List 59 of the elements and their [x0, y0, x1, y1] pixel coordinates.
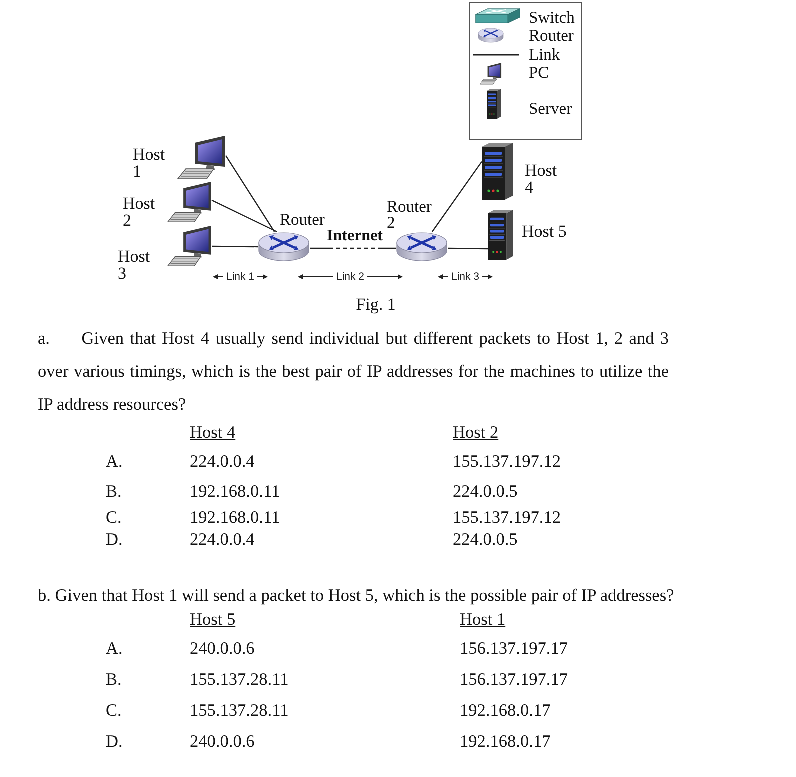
legend-label: Router	[529, 27, 574, 45]
option-letter: C.	[106, 701, 122, 721]
dimension-label: Link 1	[226, 271, 255, 283]
desktop-pc-icon	[168, 182, 212, 223]
legend-label: Server	[529, 100, 572, 118]
ip-address: 156.137.197.17	[460, 639, 568, 659]
column-header: Host 4	[190, 423, 236, 443]
device-label: Router	[280, 211, 326, 229]
router-icon	[396, 232, 448, 262]
server-icon	[488, 210, 513, 260]
device-label: Host 4	[525, 162, 558, 196]
ip-address: 192.168.0.11	[190, 508, 280, 528]
ip-address: 155.137.28.11	[190, 701, 289, 721]
legend-label: PC	[529, 64, 550, 82]
network-link	[212, 246, 258, 248]
ip-address: 155.137.28.11	[190, 670, 289, 690]
question-text: a. Given that Host 4 usually send individual but different packets to Host 1, 2 and 3 over various timings, which is the best pair of IP addresses for the machines to utilize the IP address resources?	[38, 328, 669, 416]
desktop-pc-icon	[168, 226, 212, 267]
device-label: Host 3	[118, 248, 152, 282]
ip-address: 224.0.0.4	[190, 452, 255, 472]
ip-address: 240.0.0.6	[190, 732, 255, 752]
device-label: Router 2	[387, 199, 433, 231]
ip-address: 155.137.197.12	[453, 452, 562, 472]
legend-label: Switch	[529, 9, 575, 27]
dimension-label: Link 3	[451, 271, 480, 283]
network-link	[432, 161, 482, 232]
ip-address: 192.168.0.17	[460, 701, 551, 721]
column-header: Host 1	[460, 610, 506, 630]
network-link	[212, 200, 278, 233]
option-letter: B.	[106, 482, 122, 502]
device-label: Host 5	[522, 223, 568, 241]
server-icon	[482, 143, 513, 200]
column-header: Host 5	[190, 610, 236, 630]
ip-address: 224.0.0.5	[453, 530, 518, 550]
network-link	[226, 155, 276, 232]
legend-label: Link	[529, 46, 560, 64]
device-label: Host 1	[133, 146, 166, 180]
device-label: Host 2	[123, 195, 156, 229]
column-header: Host 2	[453, 423, 499, 443]
router-icon	[258, 232, 310, 262]
ip-address: 240.0.0.6	[190, 639, 255, 659]
option-letter: A.	[106, 639, 123, 659]
ip-address: 155.137.197.12	[453, 508, 562, 528]
figure-caption: Fig. 1	[356, 295, 396, 315]
desktop-pc-icon	[178, 136, 226, 180]
ip-address: 156.137.197.17	[460, 670, 568, 690]
ip-address: 192.168.0.11	[190, 482, 280, 502]
question-text: b. Given that Host 1 will send a packet to Host 5, which is the possible pair of IP addresses?	[38, 586, 674, 606]
option-letter: D.	[106, 732, 123, 752]
ip-address: 224.0.0.4	[190, 530, 255, 550]
option-letter: C.	[106, 508, 122, 528]
ip-address: 192.168.0.17	[460, 732, 551, 752]
dimension-label: Link 2	[336, 271, 365, 283]
option-letter: A.	[106, 452, 123, 472]
network-link	[448, 248, 488, 250]
ip-address: 224.0.0.5	[453, 482, 518, 502]
option-letter: B.	[106, 670, 122, 690]
option-letter: D.	[106, 530, 123, 550]
network-link	[310, 248, 396, 250]
